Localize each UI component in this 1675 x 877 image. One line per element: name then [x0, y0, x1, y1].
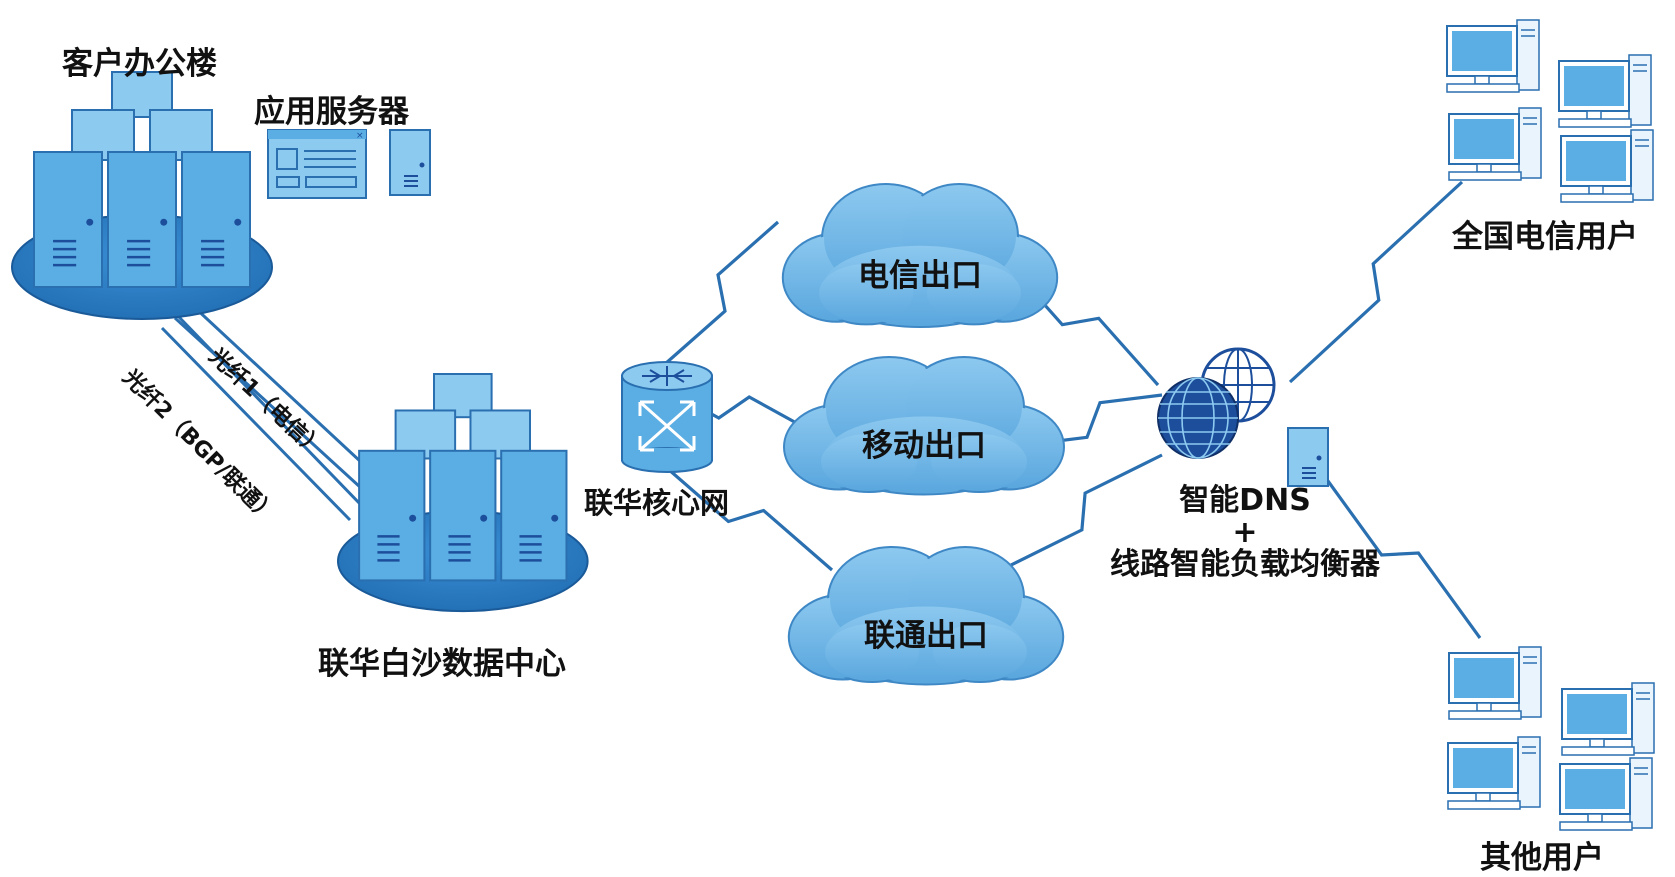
desktop-computer-icon: [1561, 682, 1655, 756]
mobile-exit-cloud-icon: [783, 356, 1065, 496]
isp-clouds: [781, 183, 1065, 686]
fiber-cables: [160, 303, 377, 522]
desktop-computer-icon: [1448, 646, 1542, 720]
telecom-users-label: 全国电信用户: [1452, 219, 1638, 255]
smart-dns-plus: +: [1232, 515, 1258, 550]
smart-dns-label: 智能DNS + 线路智能负载均衡器: [1080, 485, 1410, 581]
client-building-label: 客户办公楼: [62, 46, 217, 82]
user-computers: [1446, 19, 1655, 831]
telecom-exit-label: 电信出口: [858, 258, 982, 294]
unicom-exit-cloud-icon: [787, 546, 1065, 686]
smart-dns-line2: 线路智能负载均衡器: [1110, 547, 1380, 582]
smart-dns-globe-icon: [1157, 347, 1276, 459]
telecom-exit-cloud-icon: [781, 183, 1059, 328]
app-server-tower-icon: [389, 129, 431, 196]
link-dns-telecom-users: [1288, 180, 1464, 384]
load-balancer-tower-icon: [1287, 427, 1329, 487]
desktop-computer-icon: [1558, 54, 1652, 128]
client-building-server-cluster-icon: [11, 71, 273, 320]
desktop-computer-icon: [1446, 19, 1540, 93]
datacenter-label: 联华白沙数据中心: [318, 646, 566, 682]
router-icon: [621, 361, 713, 473]
smart-dns-line1: 智能DNS: [1179, 483, 1311, 518]
desktop-computer-icon: [1447, 736, 1541, 810]
unicom-exit-label: 联通出口: [864, 618, 988, 654]
svg-text:×: ×: [356, 131, 364, 141]
link-balancer-other-users: [1318, 469, 1482, 639]
mobile-exit-label: 移动出口: [862, 428, 986, 464]
desktop-computer-icon: [1559, 757, 1653, 831]
core-network-label: 联华核心网: [584, 486, 730, 520]
desktop-computer-icon: [1448, 107, 1542, 181]
app-server-label: 应用服务器: [254, 94, 409, 130]
other-users-label: 其他用户: [1480, 840, 1604, 876]
link-core-unicom: [658, 460, 834, 572]
link-core-telecom: [663, 220, 780, 366]
datacenter-server-cluster-icon: [337, 373, 589, 613]
application-window-icon: ×: [267, 129, 367, 199]
desktop-computer-icon: [1560, 129, 1654, 203]
link-unicom-dns: [1004, 453, 1163, 570]
